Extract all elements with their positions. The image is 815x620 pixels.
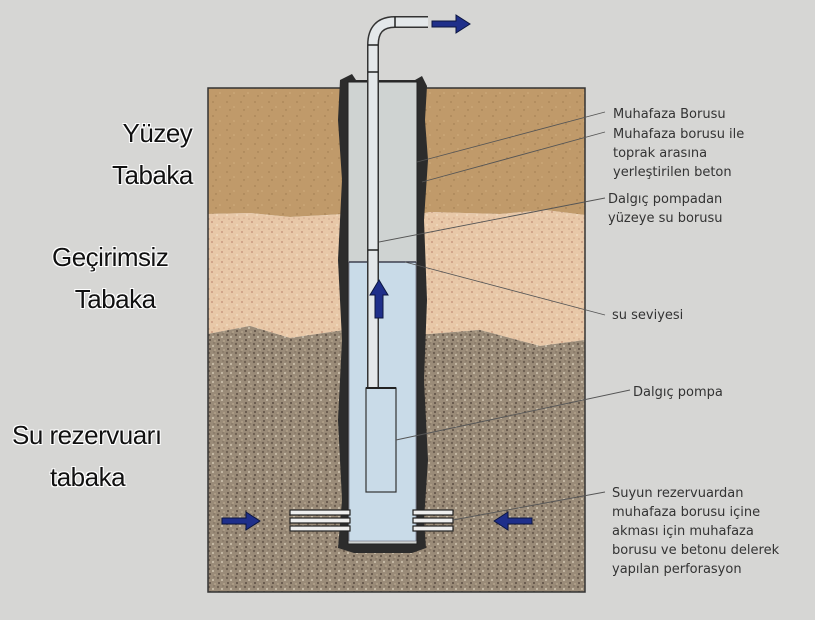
perforation-callout-line: muhafaza borusu içine [612, 505, 761, 520]
leader-lines [378, 111, 631, 521]
impermeable-layer-label-line: Tabaka [74, 284, 156, 314]
riser-pipe-callout-line: yüzeye su borusu [608, 211, 723, 226]
aquifer-layer-label-line: Su rezervuarı [12, 420, 162, 450]
riser-pipe [367, 15, 428, 388]
perforation-callout-line: borusu ve betonu delerek [612, 543, 780, 558]
submersible-pump [365, 387, 397, 493]
arrow-right-icon [221, 511, 261, 531]
surface-layer-label: Yüzey Tabaka [112, 112, 193, 196]
concrete-callout: Muhafaza borusu ile toprak arasına yerle… [613, 125, 744, 182]
pump-callout-text: Dalgıç pompa [633, 385, 723, 400]
perforation-callout-line: yapılan perforasyon [612, 562, 742, 577]
surface-layer-label-line: Tabaka [112, 160, 193, 190]
water-level-callout: su seviyesi [612, 306, 683, 325]
riser-pipe-callout-line: Dalgıç pompadan [608, 192, 723, 207]
concrete-callout-line: Muhafaza borusu ile [613, 127, 745, 142]
aquifer-layer-label-line: tabaka [50, 462, 126, 492]
perforations [289, 509, 454, 532]
water-level-callout-text: su seviyesi [612, 308, 684, 323]
perforation-callout: Suyun rezervuardan muhafaza borusu içine… [612, 484, 779, 579]
aquifer-layer-label: Su rezervuarı tabaka [12, 414, 162, 498]
arrow-left-icon [493, 511, 533, 531]
surface-layer-label-line: Yüzey [122, 118, 193, 148]
riser-pipe-callout: Dalgıç pompadan yüzeye su borusu [608, 190, 723, 228]
perforation-callout-line: Suyun rezervuardan [612, 486, 744, 501]
concrete-callout-line: yerleştirilen beton [613, 165, 732, 180]
arrow-right-icon [431, 14, 471, 34]
casing-callout-text: Muhafaza Borusu [613, 107, 726, 122]
arrow-up-icon [369, 279, 389, 319]
casing-callout: Muhafaza Borusu [613, 105, 726, 124]
pump-callout: Dalgıç pompa [633, 383, 723, 402]
perforation-callout-line: akması için muhafaza [612, 524, 754, 539]
impermeable-layer-label: Geçirimsiz Tabaka [52, 236, 169, 320]
impermeable-layer-label-line: Geçirimsiz [52, 242, 169, 272]
concrete-callout-line: toprak arasına [613, 146, 708, 161]
